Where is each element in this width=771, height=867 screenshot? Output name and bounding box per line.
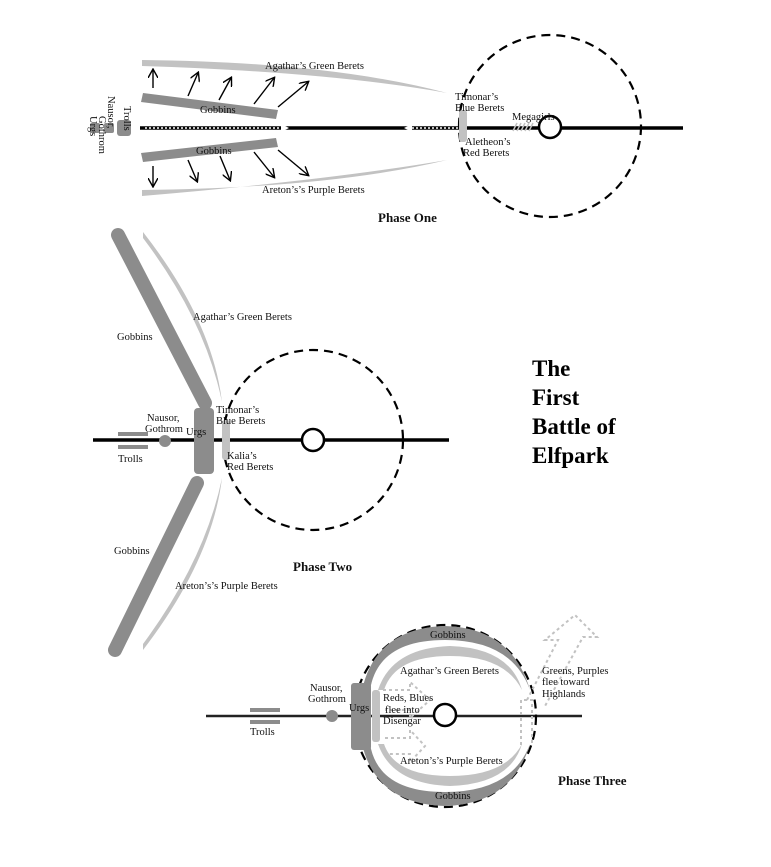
label-blue-berets-1: Timonar’s bbox=[216, 405, 259, 416]
trolls-marker-b bbox=[118, 445, 148, 449]
urgs-unit bbox=[194, 408, 214, 474]
retreat-arrowhead bbox=[404, 124, 412, 132]
trolls-marker-b bbox=[250, 720, 280, 724]
label-nausor-2: Gothrom bbox=[308, 694, 346, 705]
phase-one: Agathar’s Green Berets Gobbins Gobbins A… bbox=[87, 33, 683, 225]
nausor-marker bbox=[326, 710, 338, 722]
label-blue-berets-2: Blue Berets bbox=[216, 416, 265, 427]
gobbins-bottom-unit bbox=[141, 138, 278, 162]
label-flee-1: Greens, Purples bbox=[542, 666, 609, 677]
label-reds-3: Disengar bbox=[383, 716, 421, 727]
blue-red-berets-unit bbox=[222, 420, 230, 460]
advance-arrowhead bbox=[281, 124, 289, 132]
gobbins-bottom-unit bbox=[108, 476, 204, 657]
reds-blues-unit bbox=[372, 690, 380, 742]
elfpark-center bbox=[432, 702, 458, 728]
green-berets-unit bbox=[378, 646, 522, 690]
gobbins-top-unit bbox=[362, 626, 530, 690]
flee-arrow-stem bbox=[520, 699, 533, 745]
label-green-berets: Agathar’s Green Berets bbox=[265, 61, 364, 72]
phase-three-heading: Phase Three bbox=[558, 773, 627, 788]
label-trolls: Trolls bbox=[250, 727, 275, 738]
diagram-title: The First Battle of Elfpark bbox=[532, 356, 616, 468]
phase-two: Gobbins Agathar’s Green Berets Nausor, G… bbox=[93, 228, 449, 657]
label-red-berets-1: Kalia’s bbox=[227, 451, 257, 462]
urgs-unit bbox=[351, 683, 371, 750]
elfpark-center bbox=[300, 427, 326, 453]
label-urgs: Urgs bbox=[87, 116, 98, 136]
urgs-marker bbox=[90, 123, 100, 133]
phase-three: Gobbins Agathar’s Green Berets Greens, P… bbox=[206, 613, 627, 809]
label-gobbins-top: Gobbins bbox=[117, 332, 153, 343]
label-nausor-2: Gothrom bbox=[96, 116, 107, 154]
label-purple-berets: Areton’s’s Purple Berets bbox=[400, 756, 503, 767]
purple-berets-unit bbox=[142, 160, 447, 196]
label-green-berets: Agathar’s Green Berets bbox=[193, 312, 292, 323]
label-gobbins-top: Gobbins bbox=[200, 105, 236, 116]
label-purple-berets: Areton’s’s Purple Berets bbox=[262, 185, 365, 196]
phase-one-heading: Phase One bbox=[378, 210, 437, 225]
label-gobbins-bottom: Gobbins bbox=[435, 791, 471, 802]
label-blue-berets-1: Timonar’s bbox=[455, 92, 498, 103]
gobbins-bottom-unit bbox=[362, 744, 530, 806]
flee-disengar-arrow-a bbox=[383, 679, 432, 721]
label-reds-2: flee into bbox=[385, 705, 420, 716]
label-megagirls: Megagirls bbox=[512, 112, 555, 123]
label-nausor-1: Nausor, bbox=[147, 413, 180, 424]
label-red-berets-1: Aletheon’s bbox=[465, 137, 511, 148]
gobbins-top-unit bbox=[141, 93, 278, 119]
label-red-berets-2: Red Berets bbox=[463, 148, 509, 159]
title-line-2: First bbox=[532, 385, 580, 410]
nausor-marker bbox=[159, 435, 171, 447]
elfpark-center bbox=[537, 114, 563, 140]
label-trolls: Trolls bbox=[121, 106, 132, 131]
label-blue-berets-2: Blue Berets bbox=[455, 103, 504, 114]
nausor-marker bbox=[104, 123, 114, 133]
trolls-marker bbox=[117, 120, 131, 136]
deploy-arrows-down bbox=[153, 149, 308, 186]
label-nausor-1: Nausor, bbox=[310, 683, 343, 694]
trolls-marker-a bbox=[250, 708, 280, 712]
megagirls-unit bbox=[512, 122, 534, 132]
deploy-arrows-up bbox=[153, 70, 308, 108]
title-line-4: Elfpark bbox=[532, 443, 609, 468]
title-line-1: The bbox=[532, 356, 570, 381]
elfpark-zone bbox=[221, 348, 405, 532]
label-green-berets: Agathar’s Green Berets bbox=[400, 666, 499, 677]
green-berets-unit bbox=[142, 60, 447, 93]
label-flee-3: Highlands bbox=[542, 689, 585, 700]
label-urgs: Urgs bbox=[186, 427, 206, 438]
purple-berets-unit bbox=[378, 744, 522, 786]
label-nausor-2: Gothrom bbox=[145, 424, 183, 435]
phase-two-heading: Phase Two bbox=[293, 559, 352, 574]
blue-red-berets-unit bbox=[459, 110, 467, 142]
flee-highlands-arrow bbox=[526, 613, 600, 707]
label-trolls: Trolls bbox=[118, 454, 143, 465]
label-gobbins-bottom: Gobbins bbox=[114, 546, 150, 557]
title-line-3: Battle of bbox=[532, 414, 616, 439]
label-red-berets-2: Red Berets bbox=[227, 462, 273, 473]
label-reds-1: Reds, Blues bbox=[383, 693, 433, 704]
label-gobbins-top: Gobbins bbox=[430, 630, 466, 641]
flee-disengar-arrow-b bbox=[385, 727, 427, 765]
label-nausor-1: Nausor, bbox=[105, 96, 116, 129]
label-purple-berets: Areton’s’s Purple Berets bbox=[175, 581, 278, 592]
trolls-marker-a bbox=[118, 432, 148, 436]
label-flee-2: flee toward bbox=[542, 677, 590, 688]
label-gobbins-bottom: Gobbins bbox=[196, 146, 232, 157]
gobbins-top-unit bbox=[111, 228, 212, 410]
label-urgs: Urgs bbox=[349, 703, 369, 714]
